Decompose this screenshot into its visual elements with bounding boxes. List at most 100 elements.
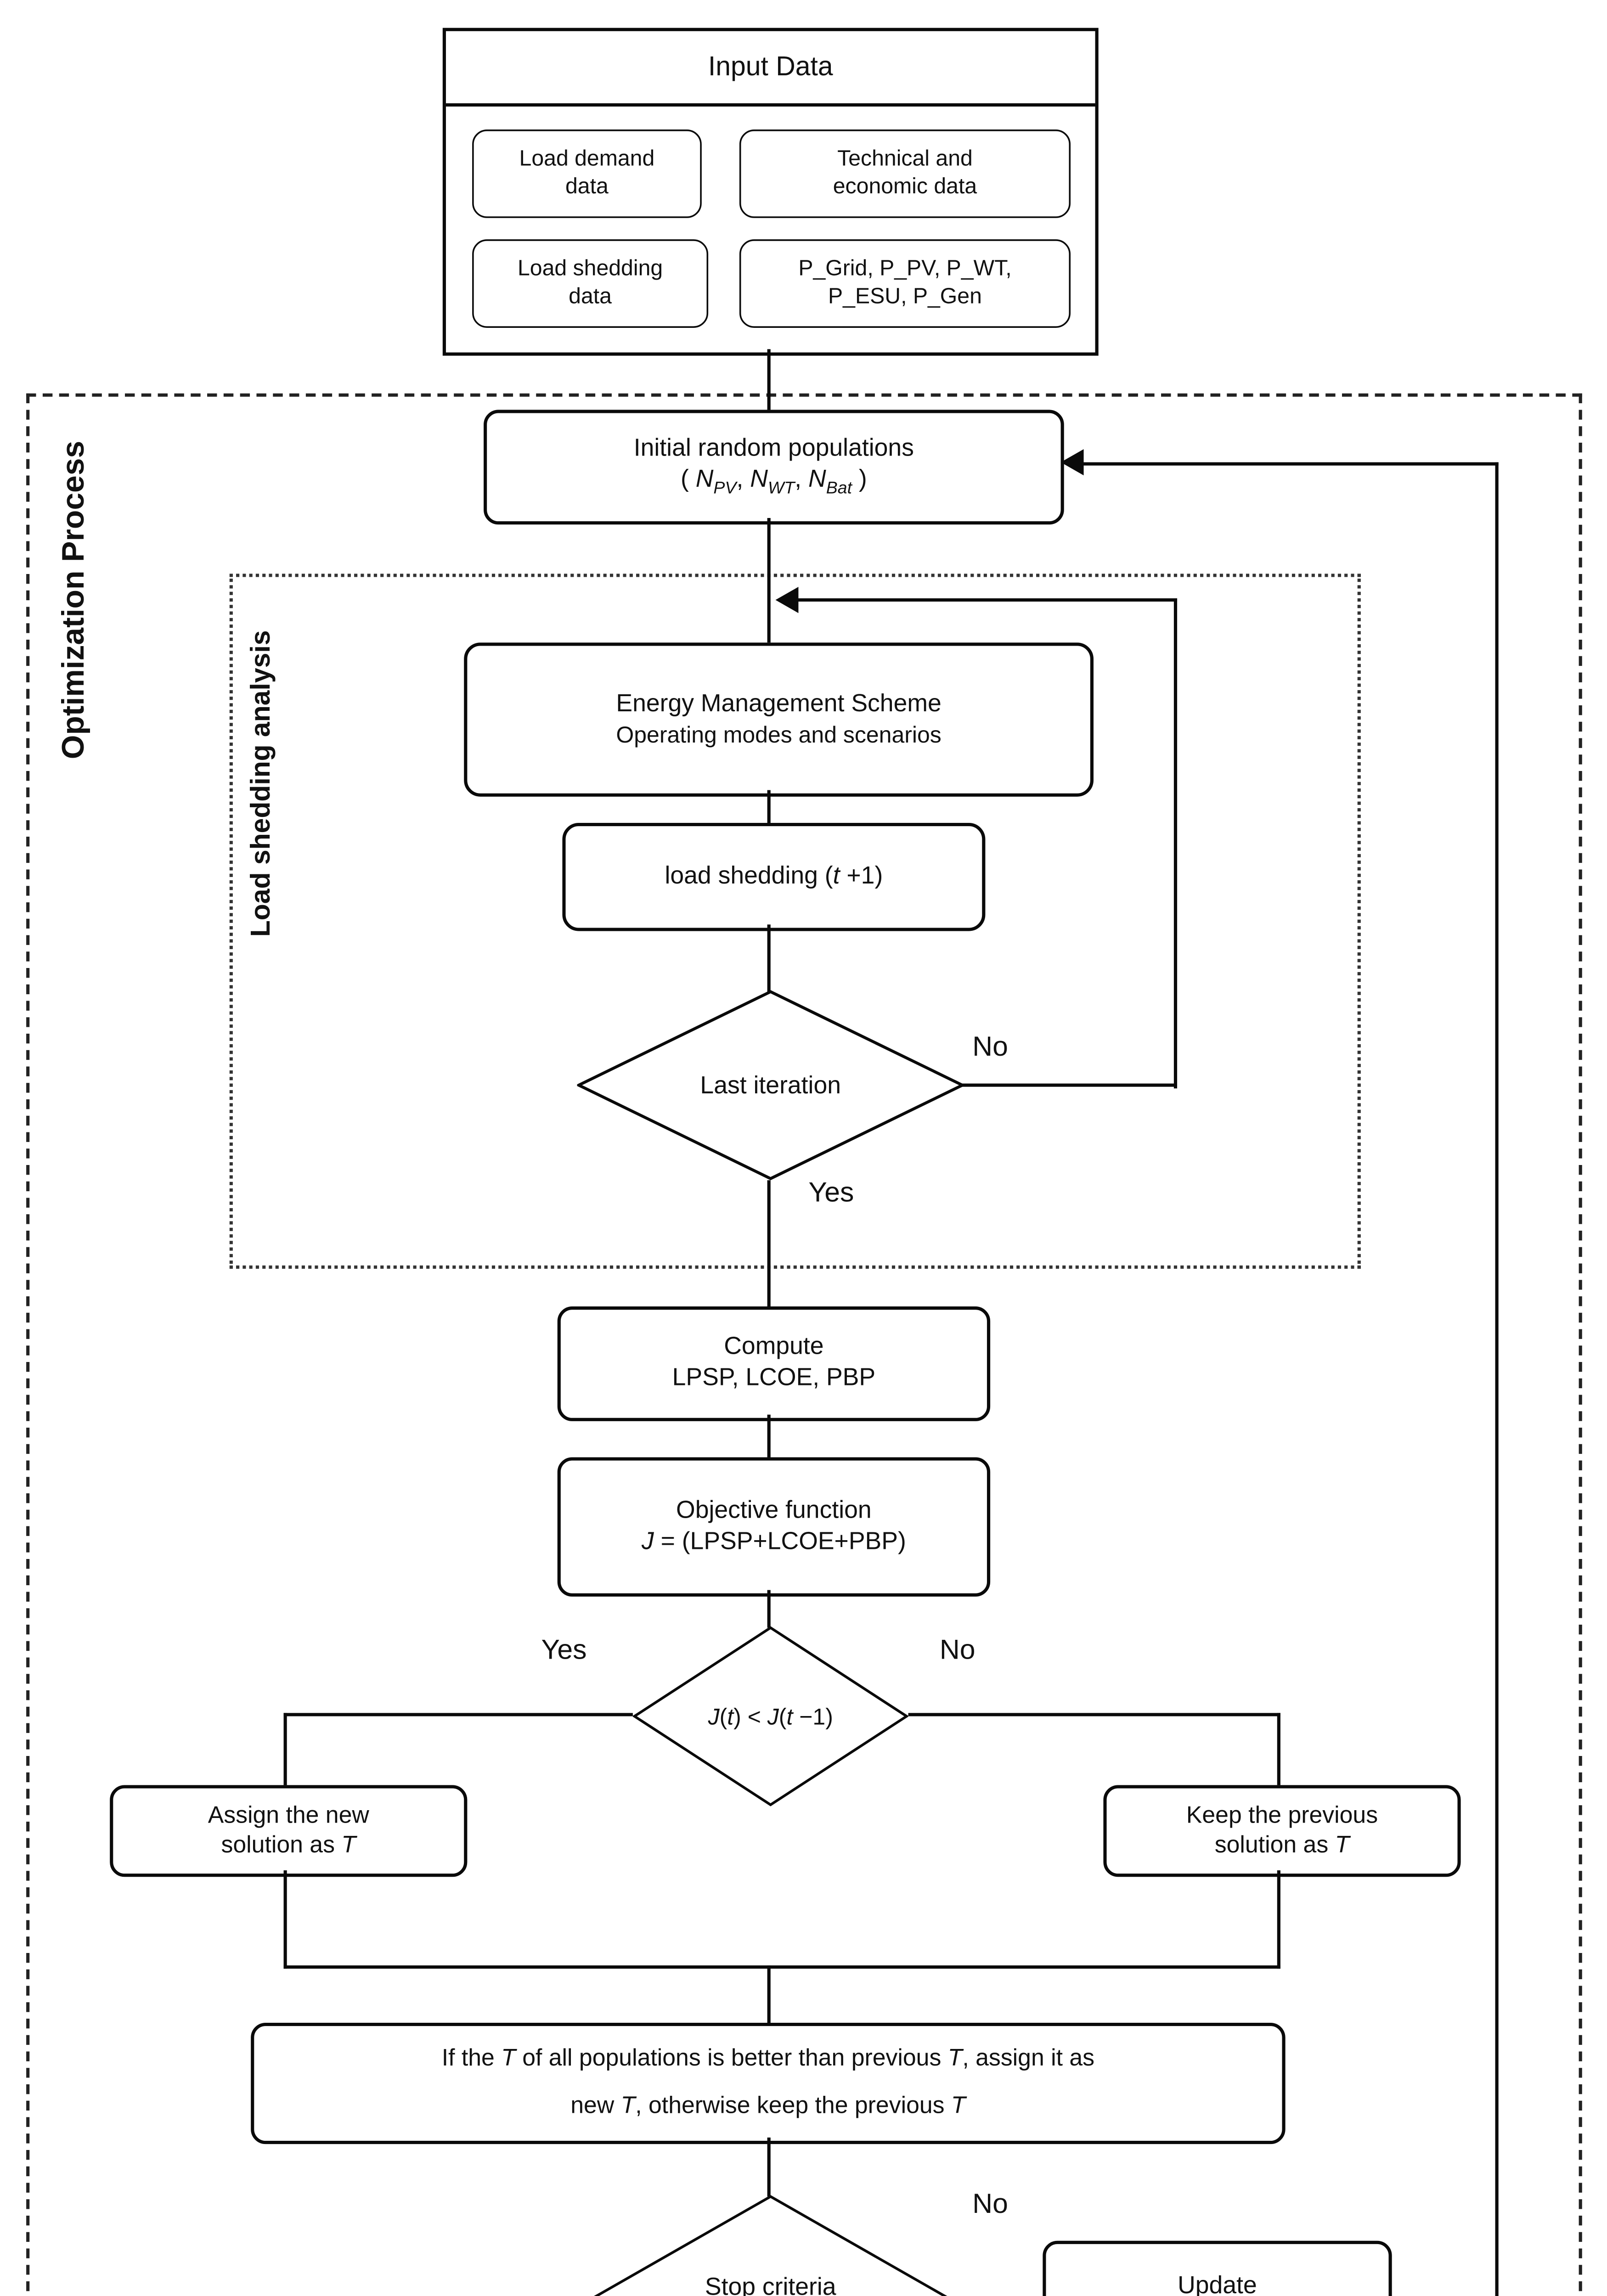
technical-economic-data-box: Technical and economic data xyxy=(739,129,1071,218)
load-shedding-step-box: load shedding (t +1) xyxy=(562,822,986,931)
symbol-n: N xyxy=(750,465,768,493)
last-iteration-text: Last iteration xyxy=(700,1071,841,1099)
connector-input-to-initial xyxy=(767,349,772,410)
feedback-no-vertical-line xyxy=(1173,598,1177,1089)
initial-populations-box: Initial random populations ( NPV, NWT, N… xyxy=(484,410,1064,525)
subscript-pv: PV xyxy=(713,478,737,498)
symbol-T: T xyxy=(951,2093,966,2120)
connector-compute-to-objective xyxy=(767,1414,772,1458)
assign-line1: Assign the new xyxy=(208,1803,369,1829)
no-branch-vertical xyxy=(1276,1713,1280,1785)
text-part: ( xyxy=(719,1703,727,1730)
assign-solution-box: Assign the new solution as T xyxy=(110,1785,468,1877)
better-solution-box: If the T of all populations is better th… xyxy=(251,2023,1286,2144)
load-shedding-analysis-label: Load shedding analysis xyxy=(247,630,276,937)
assign-down-line xyxy=(283,1870,288,1969)
diamond-shape xyxy=(632,1626,908,1806)
stop-no-label: No xyxy=(972,2188,1008,2220)
symbol-n: N xyxy=(695,465,714,493)
better-line2: new T, otherwise keep the previous T xyxy=(570,2083,965,2131)
ems-box: Energy Management Scheme Operating modes… xyxy=(464,642,1094,797)
text-part: , otherwise keep the previous xyxy=(635,2093,951,2120)
stop-criteria-diamond: Stop criteria satisfied xyxy=(585,2195,956,2296)
last-iteration-yes-label: Yes xyxy=(808,1177,854,1208)
load-shedding-data-box: Load shedding data xyxy=(472,239,709,328)
symbol-T: T xyxy=(620,2093,636,2120)
keep-line1: Keep the previous xyxy=(1186,1803,1378,1829)
load-shedding-analysis-boundary xyxy=(229,574,1361,1269)
text-part: of all populations is better than previo… xyxy=(515,2045,948,2072)
load-shedding-step-text: load shedding (t +1) xyxy=(665,861,883,892)
symbol-j: J xyxy=(767,1703,779,1730)
text-part: ) < xyxy=(733,1703,767,1730)
keep-line2: solution as T xyxy=(1215,1831,1349,1861)
diamond-shape xyxy=(577,990,964,1181)
symbol-t: t xyxy=(727,1703,734,1730)
text-part: If the xyxy=(441,2045,502,2072)
connector-diamond-to-compute xyxy=(767,1180,772,1307)
symbol-T: T xyxy=(341,1832,356,1859)
text-part: new xyxy=(570,2093,621,2120)
comma: , xyxy=(795,465,809,493)
objective-box: Objective function J = (LPSP+LCOE+PBP) xyxy=(557,1457,991,1597)
text-part: −1) xyxy=(793,1703,833,1730)
text-part: +1) xyxy=(840,861,883,890)
subscript-wt: WT xyxy=(767,478,795,498)
symbol-T: T xyxy=(501,2045,516,2072)
update-loop-top-line xyxy=(1069,461,1499,466)
feedback-no-top-line xyxy=(784,598,1178,602)
last-iteration-diamond: Last iteration xyxy=(577,990,964,1181)
input-data-box: Input Data Load demand data Technical an… xyxy=(442,28,1099,356)
connector-initial-to-ems xyxy=(767,518,772,643)
subscript-bat: Bat xyxy=(826,478,852,498)
j-condition-diamond: J(t) < J(t −1) xyxy=(632,1626,908,1806)
input-data-title: Input Data xyxy=(445,31,1095,107)
stop-criteria-text: Stop criteria satisfied xyxy=(705,2273,836,2296)
symbol-T: T xyxy=(1335,1832,1350,1859)
merge-bar-line xyxy=(283,1964,1280,1969)
paren-close: ) xyxy=(852,465,867,493)
feedback-no-bottom-line xyxy=(960,1083,1176,1088)
update-populations-box: Update populations xyxy=(1043,2240,1392,2296)
text-part: solution as xyxy=(221,1832,342,1859)
j-yes-label: Yes xyxy=(541,1634,587,1666)
connector-objective-to-jdiamond xyxy=(767,1590,772,1628)
assign-line2: solution as T xyxy=(221,1831,356,1861)
text-part: , assign it as xyxy=(962,2045,1095,2072)
connector-ems-to-loadshed xyxy=(767,790,772,823)
diamond-shape xyxy=(593,2195,947,2296)
paren-open: ( xyxy=(680,465,696,493)
text-part: load shedding ( xyxy=(665,861,833,890)
comma: , xyxy=(736,465,750,493)
keep-solution-box: Keep the previous solution as T xyxy=(1103,1785,1461,1877)
yes-branch-vertical xyxy=(283,1713,288,1785)
power-variables-box: P_Grid, P_PV, P_WT, P_ESU, P_Gen xyxy=(739,239,1071,328)
no-branch-horizontal xyxy=(908,1713,1280,1717)
optimization-process-boundary xyxy=(26,393,1582,2296)
text-part: = (LPSP+LCOE+PBP) xyxy=(654,1527,906,1555)
last-iteration-no-label: No xyxy=(972,1031,1008,1063)
connector-loadshed-to-diamond xyxy=(767,924,772,994)
symbol-n: N xyxy=(808,465,826,493)
symbol-j: J xyxy=(641,1527,654,1555)
load-demand-data-box: Load demand data xyxy=(472,129,702,218)
keep-down-line xyxy=(1276,1870,1280,1969)
text-part: ( xyxy=(778,1703,787,1730)
initial-populations-line2: ( NPV, NWT, NBat ) xyxy=(681,465,867,500)
arrowhead-into-initial-box xyxy=(1060,449,1084,476)
connector-betterbox-to-stop xyxy=(767,2137,772,2197)
update-loop-vertical-line xyxy=(1495,462,1500,2296)
ems-line1: Energy Management Scheme xyxy=(616,690,942,718)
initial-populations-line1: Initial random populations xyxy=(633,434,914,462)
symbol-t: t xyxy=(786,1703,793,1730)
arrowhead-into-ems-line xyxy=(775,586,799,613)
objective-line2: J = (LPSP+LCOE+PBP) xyxy=(642,1527,906,1558)
symbol-j: J xyxy=(708,1703,720,1730)
text-part: solution as xyxy=(1214,1832,1335,1859)
j-no-label: No xyxy=(939,1634,975,1666)
compute-box: Compute LPSP, LCOE, PBP xyxy=(557,1306,991,1421)
ems-line2: Operating modes and scenarios xyxy=(616,720,942,747)
symbol-t: t xyxy=(833,861,840,890)
j-condition-text: J(t) < J(t −1) xyxy=(633,1626,908,1806)
yes-branch-horizontal xyxy=(283,1713,633,1717)
